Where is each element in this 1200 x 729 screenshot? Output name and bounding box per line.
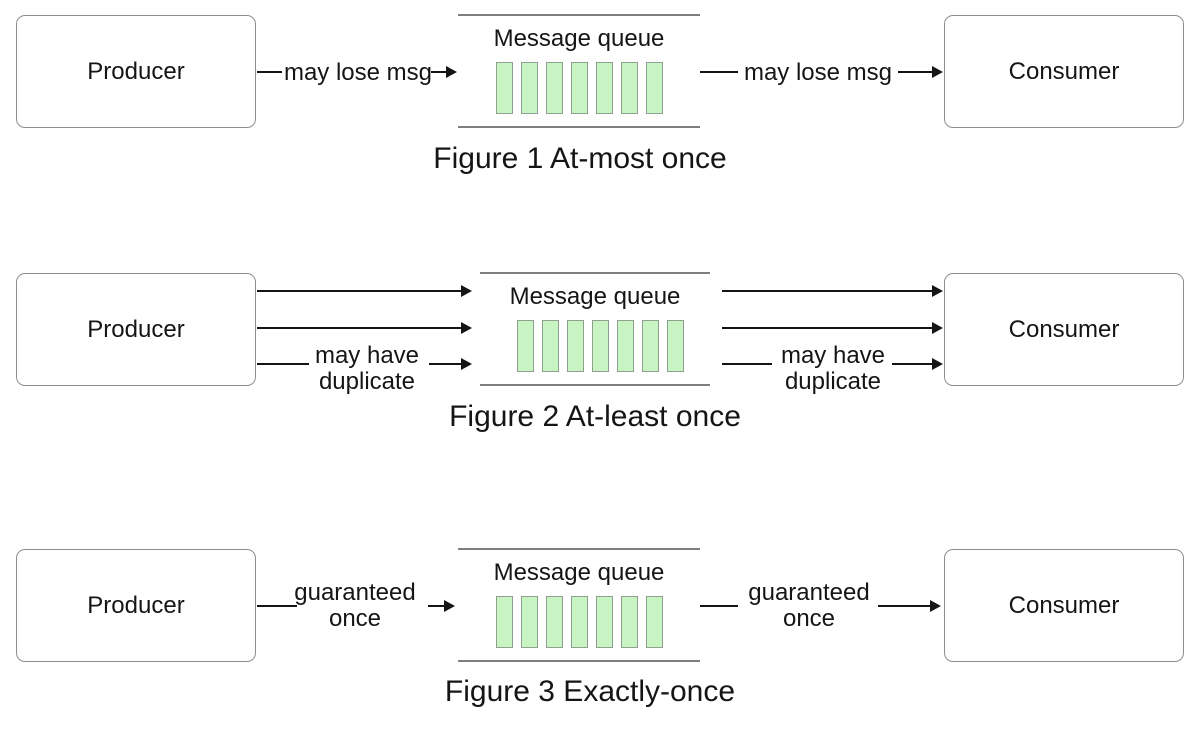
arrowhead-icon xyxy=(461,285,472,297)
producer-label: Producer xyxy=(87,57,185,85)
producer-arrow-line xyxy=(429,363,461,365)
arrowhead-icon xyxy=(930,600,941,612)
message-bar xyxy=(596,62,613,114)
producer-arrow-line xyxy=(431,71,446,73)
arrowhead-icon xyxy=(461,358,472,370)
consumer-arrow-line xyxy=(700,71,738,73)
producer-arrow-line xyxy=(257,290,461,292)
queue-bottom-line xyxy=(458,660,700,662)
arrowhead-icon xyxy=(932,66,943,78)
queue-messages xyxy=(517,320,684,372)
message-bar xyxy=(542,320,559,372)
consumer-label: Consumer xyxy=(1008,57,1120,85)
producer-box: Producer xyxy=(16,15,256,128)
queue-label: Message queue xyxy=(509,283,681,310)
consumer-arrow-line xyxy=(722,363,772,365)
arrowhead-icon xyxy=(446,66,457,78)
queue-bottom-line xyxy=(480,384,710,386)
message-bar xyxy=(517,320,534,372)
producer-arrow-line xyxy=(257,327,461,329)
arrowhead-icon xyxy=(932,285,943,297)
queue-bottom-line xyxy=(458,126,700,128)
consumer-box: Consumer xyxy=(944,549,1184,662)
arrowhead-icon xyxy=(932,322,943,334)
queue-label: Message queue xyxy=(493,559,665,586)
producer-arrow-label: may lose msg xyxy=(283,59,433,86)
producer-arrow-line xyxy=(428,605,444,607)
consumer-arrow-line xyxy=(722,327,932,329)
message-bar xyxy=(571,596,588,648)
message-bar xyxy=(521,596,538,648)
figure-caption: Figure 2 At-least once xyxy=(449,400,741,433)
arrowhead-icon xyxy=(444,600,455,612)
message-bar xyxy=(646,596,663,648)
consumer-arrow-line xyxy=(878,605,930,607)
message-bar xyxy=(521,62,538,114)
consumer-label: Consumer xyxy=(1008,591,1120,619)
consumer-arrow-line xyxy=(892,363,932,365)
message-bar xyxy=(546,62,563,114)
queue-label: Message queue xyxy=(493,25,665,52)
message-bar xyxy=(646,62,663,114)
consumer-arrow-label: guaranteed once xyxy=(748,579,870,632)
message-bar xyxy=(667,320,684,372)
queue-messages xyxy=(496,62,663,114)
message-bar xyxy=(642,320,659,372)
figure-caption: Figure 3 Exactly-once xyxy=(444,675,736,708)
producer-arrow-line xyxy=(257,605,297,607)
producer-arrow-line xyxy=(257,363,309,365)
producer-label: Producer xyxy=(87,591,185,619)
consumer-arrow-line xyxy=(722,290,932,292)
message-bar xyxy=(496,596,513,648)
message-bar xyxy=(621,596,638,648)
queue-top-line xyxy=(458,548,700,550)
arrowhead-icon xyxy=(932,358,943,370)
queue-top-line xyxy=(480,272,710,274)
consumer-box: Consumer xyxy=(944,273,1184,386)
message-bar xyxy=(621,62,638,114)
message-bar xyxy=(617,320,634,372)
message-bar xyxy=(567,320,584,372)
arrowhead-icon xyxy=(461,322,472,334)
message-bar xyxy=(592,320,609,372)
producer-arrow-label: guaranteed once xyxy=(294,579,416,632)
producer-arrow-label: may have duplicate xyxy=(314,342,420,395)
consumer-arrow-label: may have duplicate xyxy=(780,342,886,395)
consumer-arrow-line xyxy=(700,605,738,607)
producer-box: Producer xyxy=(16,273,256,386)
message-bar xyxy=(571,62,588,114)
figure-caption: Figure 1 At-most once xyxy=(433,142,727,175)
producer-label: Producer xyxy=(87,315,185,343)
consumer-arrow-line xyxy=(898,71,932,73)
producer-arrow-line xyxy=(257,71,282,73)
consumer-arrow-label: may lose msg xyxy=(743,59,893,86)
producer-box: Producer xyxy=(16,549,256,662)
message-bar xyxy=(596,596,613,648)
consumer-box: Consumer xyxy=(944,15,1184,128)
queue-messages xyxy=(496,596,663,648)
consumer-label: Consumer xyxy=(1008,315,1120,343)
queue-top-line xyxy=(458,14,700,16)
message-bar xyxy=(546,596,563,648)
message-bar xyxy=(496,62,513,114)
